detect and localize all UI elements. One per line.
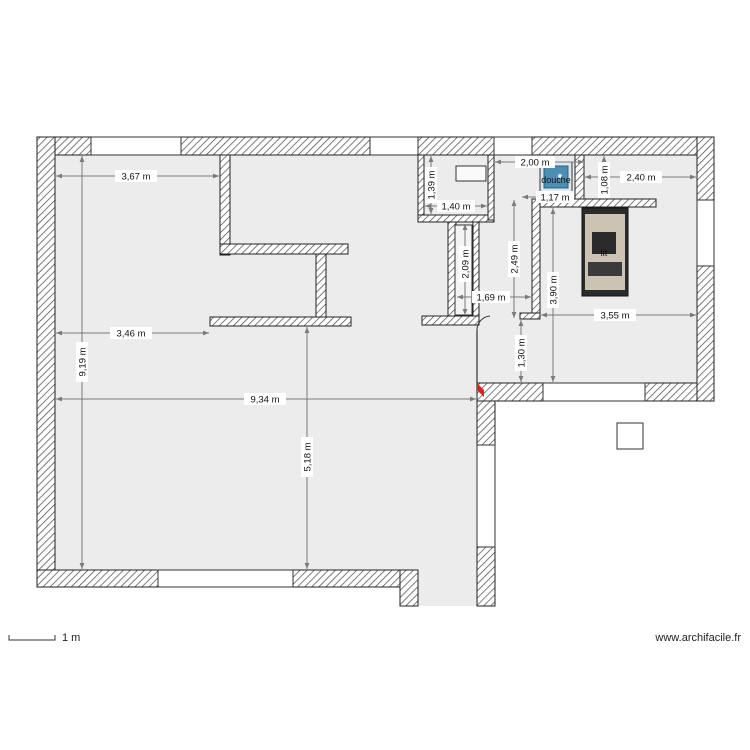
main-room-floor [55, 155, 477, 570]
bedroom-wall-west [531, 198, 541, 320]
bedroom-wall-stub [519, 312, 541, 320]
dim-1-30-label: 1,30 m [517, 338, 528, 367]
dim-1-40-label: 1,40 m [441, 202, 470, 213]
floors [55, 155, 697, 606]
east-wall [696, 136, 715, 402]
bath-wall-east [487, 154, 495, 221]
dim-2-09-label: 2,09 m [461, 249, 472, 278]
site-credit[interactable]: www.archifacile.fr [654, 632, 741, 644]
dim-2-49-label: 2,49 m [510, 244, 521, 273]
door [476, 315, 491, 397]
scale-bar: 1 m [8, 632, 80, 644]
dim-9-34-label: 9,34 m [250, 395, 279, 406]
dim-9-19-label: 9,19 m [78, 347, 89, 376]
shower-label: douche [541, 175, 571, 185]
dim-1-17-label: 1,17 m [540, 193, 569, 204]
bath-wall-south [417, 214, 495, 223]
scale-bar-icon [8, 635, 56, 641]
interior-wall-1 [219, 154, 231, 256]
bed-label: lit [601, 248, 608, 258]
dim-3-46-label: 3,46 m [116, 329, 145, 340]
dim-3-90-label: 3,90 m [549, 275, 560, 304]
corridor-wall-east [472, 221, 480, 319]
window-south-east [542, 382, 646, 402]
dim-2-00-label: 2,00 m [520, 158, 549, 169]
bath-wall-west [417, 154, 425, 221]
windows [90, 136, 715, 588]
dim-2-40-label: 2,40 m [626, 173, 655, 184]
dim-3-67-label: 3,67 m [121, 172, 150, 183]
north-wall-east [531, 136, 715, 156]
interior-wall-4 [209, 316, 352, 327]
dimension-labels: 3,67 m 3,46 m 9,34 m 9,19 m 5,18 m 1,39 … [76, 156, 662, 477]
alcove-wall [399, 569, 419, 607]
door-marker-icon [477, 383, 484, 397]
corridor-wall-south [421, 315, 480, 326]
sink-icon [455, 165, 487, 182]
dim-1-39-label: 1,39 m [427, 170, 438, 199]
dim-1-08-label: 1,08 m [600, 165, 611, 194]
dim-5-18-label: 5,18 m [303, 442, 314, 471]
window-north-2 [369, 136, 419, 156]
window-south [157, 569, 294, 588]
window-east [696, 199, 715, 267]
dim-3-55-label: 3,55 m [600, 311, 629, 322]
interior-wall-3 [315, 253, 327, 319]
dim-1-69-label: 1,69 m [476, 293, 505, 304]
bed-icon [581, 207, 629, 297]
window-north-1 [90, 136, 182, 156]
outdoor-box-icon [616, 422, 644, 450]
west-wall [36, 136, 56, 588]
interior-wall-2 [219, 243, 349, 255]
scale-label: 1 m [62, 632, 80, 644]
window-north-3 [493, 136, 533, 156]
window-east-lower [476, 444, 496, 548]
